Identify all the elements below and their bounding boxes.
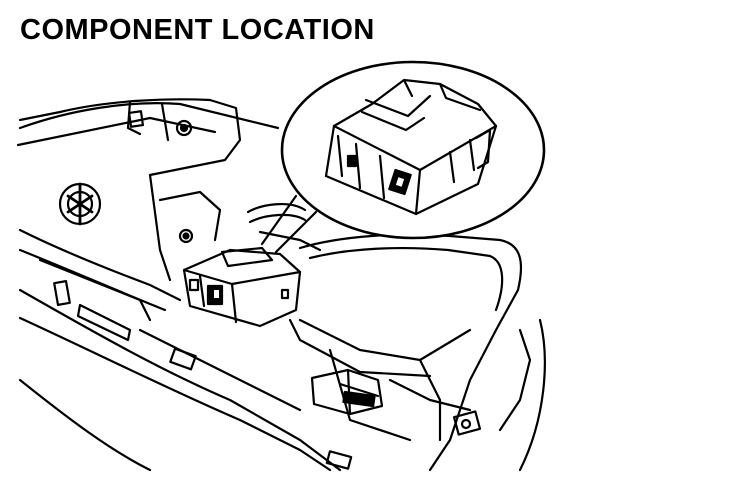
wiring-connector (312, 370, 382, 414)
dashboard-outline (18, 99, 278, 310)
wiring-harness (248, 204, 470, 410)
page-title: COMPONENT LOCATION (20, 14, 375, 46)
callout-leader-lines (262, 196, 316, 252)
lower-trim (20, 260, 351, 470)
glovebox-recess (290, 235, 545, 471)
screw-hole (129, 111, 192, 242)
magnified-control-unit (326, 80, 496, 214)
magnified-component-view (282, 62, 544, 238)
control-unit (184, 248, 300, 326)
vent-grille (60, 184, 100, 224)
